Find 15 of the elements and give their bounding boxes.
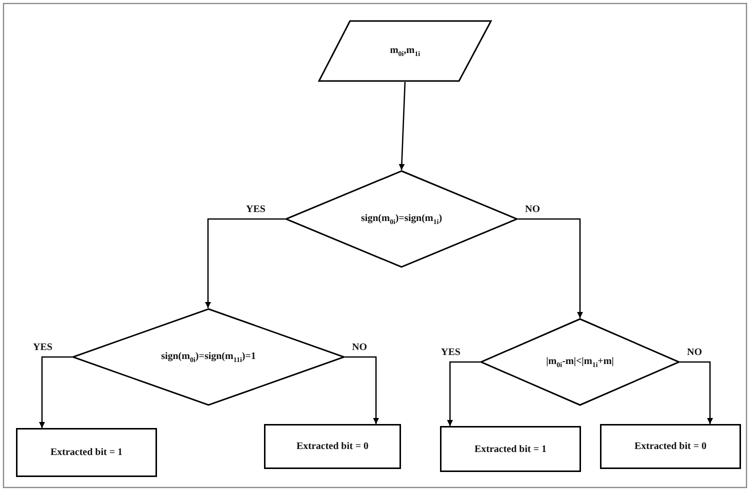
result-text: Extracted bit = 1	[50, 447, 123, 458]
condition-text: |m$_{0i}$-m|<|m$_{1i}$+m|	[546, 356, 614, 368]
arrow	[398, 82, 406, 170]
arrow	[205, 218, 285, 308]
arrow	[447, 361, 480, 426]
result-text: Extracted bit = 0	[296, 441, 369, 452]
input-text: m$_{0i}$,m$_{1i}$	[390, 44, 420, 58]
arrow	[680, 361, 713, 424]
condition-text: sign(m$_{0i}$)=sign(m$_{1i}$)	[360, 212, 442, 226]
condition-text: sign(m$_{0i}$)=sign(m$_{11i}$)=1	[161, 350, 256, 364]
result-text: Extracted bit = 1	[474, 444, 547, 454]
arrow	[518, 218, 583, 318]
arrow	[39, 356, 72, 428]
arrow	[345, 356, 379, 424]
result-text: Extracted bit = 0	[634, 441, 707, 452]
